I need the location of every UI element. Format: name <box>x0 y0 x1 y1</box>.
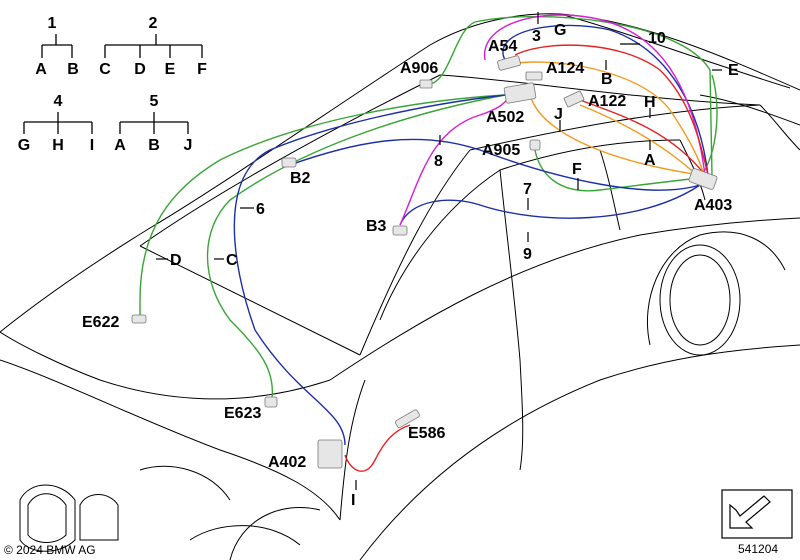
label-e586: E586 <box>408 425 445 442</box>
wire-green-e <box>699 74 718 179</box>
tree-4-child-h: H <box>52 137 64 154</box>
light-e586 <box>394 409 420 429</box>
wire-label-j: J <box>554 106 563 123</box>
label-a906: A906 <box>400 60 438 77</box>
tree-1-child-b: B <box>67 61 79 78</box>
tree-5-child-j: J <box>184 137 193 154</box>
wire-orange-j <box>529 94 701 176</box>
tree-2-child-e: E <box>165 61 176 78</box>
wire-label-10: 10 <box>648 30 666 47</box>
components <box>131 55 718 469</box>
leader-lines <box>156 12 722 490</box>
diagram-id: 541204 <box>738 542 778 556</box>
label-a402: A402 <box>268 454 306 471</box>
module-a54 <box>497 55 521 71</box>
tree-2-child-c: C <box>99 61 111 78</box>
light-e623 <box>264 396 278 408</box>
wire-label-3: 3 <box>532 28 541 45</box>
module-a124 <box>525 71 543 81</box>
label-a122: A122 <box>588 93 626 110</box>
wire-label-d: D <box>170 252 182 269</box>
wire-green-d <box>139 94 506 318</box>
tree-1-child-a: A <box>35 61 47 78</box>
tree-5-child-b: B <box>148 137 160 154</box>
label-a905: A905 <box>482 142 520 159</box>
wire-blue-b2 <box>289 138 701 191</box>
tree-5-root: 5 <box>150 93 159 110</box>
label-a502: A502 <box>486 109 524 126</box>
tree-2-root: 2 <box>149 15 158 32</box>
car-outline <box>0 13 800 560</box>
wire-label-g: G <box>554 22 566 39</box>
label-a124: A124 <box>546 60 584 77</box>
tree-4-root: 4 <box>54 93 63 110</box>
wire-label-8: 8 <box>434 153 443 170</box>
wire-blue-top <box>502 24 709 176</box>
wire-label-7: 7 <box>523 181 532 198</box>
module-a502 <box>503 82 537 104</box>
module-a905 <box>529 139 541 151</box>
wire-red-b <box>514 44 709 176</box>
tree-1-root: 1 <box>48 15 57 32</box>
wire-orange-h <box>579 104 701 179</box>
wire-label-f: F <box>572 161 582 178</box>
label-b2: B2 <box>290 170 311 187</box>
module-a122 <box>563 90 585 108</box>
wire-label-6: 6 <box>256 201 265 218</box>
arrow-box-icon <box>721 489 793 539</box>
wire-red-h <box>579 99 706 176</box>
tree-2-child-f: F <box>197 61 207 78</box>
tree-2-child-d: D <box>134 61 146 78</box>
module-a906 <box>419 79 433 89</box>
wire-label-b: B <box>601 71 613 88</box>
module-a403 <box>688 168 718 190</box>
wire-label-c: C <box>226 252 238 269</box>
light-e622 <box>131 314 147 324</box>
wire-magenta-8 <box>399 94 511 226</box>
label-a54: A54 <box>488 38 517 55</box>
tree-5-child-a: A <box>114 137 126 154</box>
module-a402 <box>317 439 343 469</box>
tree-4-child-g: G <box>18 137 30 154</box>
wire-label-9: 9 <box>523 246 532 263</box>
wire-magenta-g <box>484 14 706 176</box>
wiring-harness <box>139 14 718 472</box>
label-e623: E623 <box>224 405 261 422</box>
legend: 1 A B 2 C D E F 4 G H I 5 A B J <box>18 15 207 154</box>
wire-label-e: E <box>728 62 739 79</box>
label-e622: E622 <box>82 314 119 331</box>
footer: © 2024 BMW AG 541204 <box>4 489 793 557</box>
wire-blue-9 <box>399 184 701 226</box>
label-b3: B3 <box>366 218 387 235</box>
copyright: © 2024 BMW AG <box>4 543 96 557</box>
sensor-b2 <box>281 157 297 168</box>
wire-green-a906 <box>429 15 713 176</box>
wire-label-a: A <box>644 152 656 169</box>
wire-label-h: H <box>644 94 656 111</box>
wire-orange-top <box>504 61 706 179</box>
component-labels: A54 A906 A124 A122 A502 A905 A403 B2 B3 … <box>82 38 732 471</box>
wire-blue-6 <box>233 94 506 446</box>
wire-labels: 3 G 10 E B H J A 8 7 F 9 6 D C I <box>170 22 739 509</box>
tree-4-child-i: I <box>90 137 94 154</box>
label-a403: A403 <box>694 197 732 214</box>
sensor-b3 <box>392 225 408 236</box>
wire-label-i: I <box>351 492 355 509</box>
wire-red-i <box>344 424 411 472</box>
wire-green-c <box>206 94 506 399</box>
